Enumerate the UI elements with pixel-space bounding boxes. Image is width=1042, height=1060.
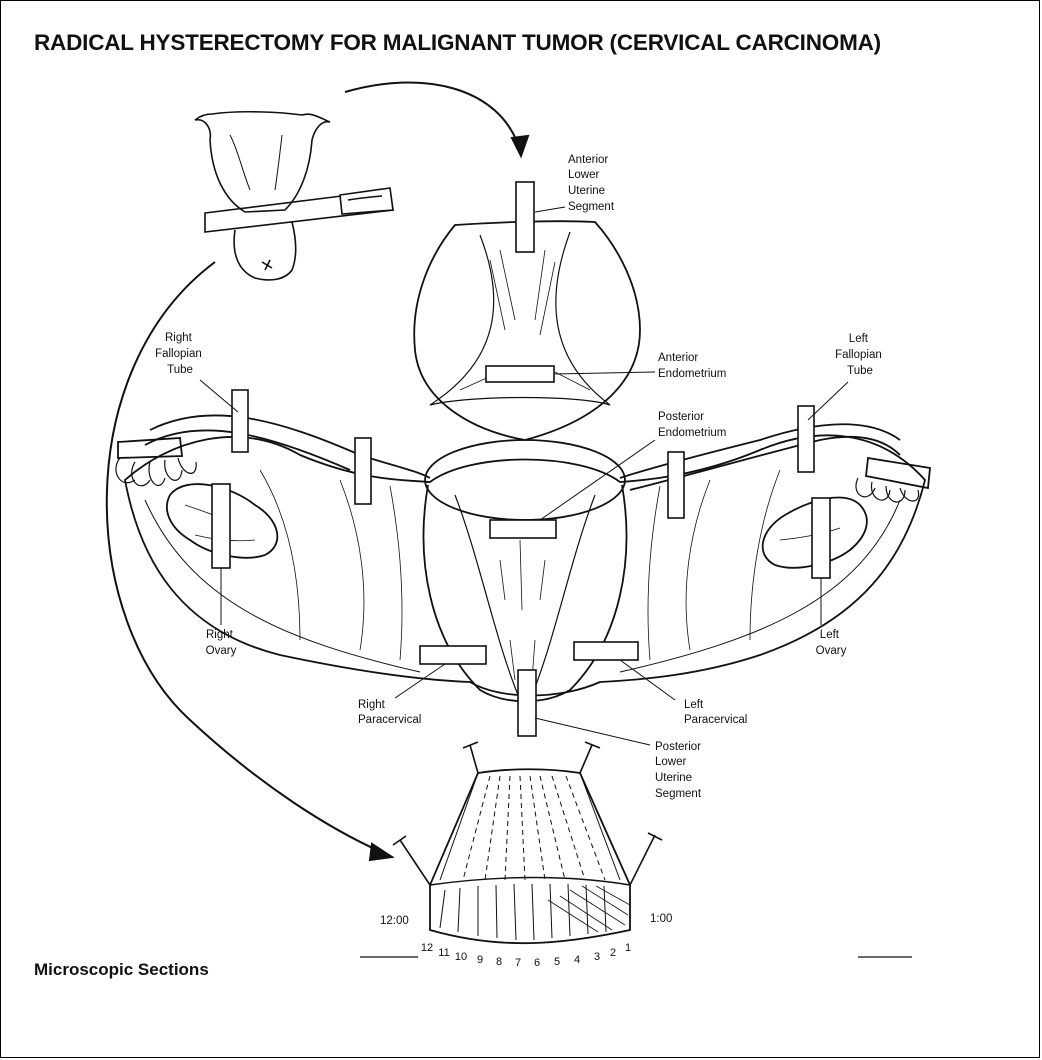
opened-cervix-drawing	[393, 742, 662, 943]
section-left-ovary	[812, 498, 830, 578]
broad-ligament-body	[125, 435, 925, 695]
clock-label-end: 1:00	[650, 913, 672, 925]
section-posterior-endometrium	[490, 520, 556, 538]
section-right-paracervical	[420, 646, 486, 664]
arrow-specimen-to-uterus	[345, 83, 528, 156]
label-left-ovary: Left Ovary	[816, 629, 847, 657]
section-number-10: 10	[455, 951, 467, 963]
section-number-5: 5	[554, 956, 560, 968]
section-right-fallopian-tube	[232, 390, 248, 452]
section-number-11: 11	[438, 947, 449, 959]
right-fallopian-tube-drawing	[116, 415, 430, 485]
section-number-9: 9	[477, 954, 483, 966]
label-right-fallopian-tube: Right Fallopian Tube	[155, 332, 205, 376]
section-number-6: 6	[534, 957, 540, 969]
section-number-12: 12	[421, 942, 433, 954]
label-right-paracervical: Right Paracervical	[358, 699, 421, 726]
clock-label-start: 12:00	[380, 915, 409, 927]
anterior-uterine-flap	[414, 221, 640, 440]
label-left-paracervical: Left Paracervical	[684, 699, 747, 726]
section-number-8: 8	[496, 956, 502, 968]
label-left-fallopian-tube: Left Fallopian Tube	[835, 333, 885, 377]
section-number-2: 2	[610, 947, 616, 959]
section-right-ovary	[212, 484, 230, 568]
section-number-1: 1	[625, 942, 631, 954]
section-number-4: 4	[574, 954, 580, 966]
label-anterior-endometrium: Anterior Endometrium	[658, 352, 726, 380]
arrow-specimen-to-cervix	[107, 262, 392, 860]
leader-lines	[200, 207, 848, 745]
label-posterior-endometrium: Posterior Endometrium	[658, 411, 726, 439]
section-left-paracervical	[574, 642, 638, 660]
section-anterior-endometrium	[486, 366, 554, 382]
section-number-3: 3	[594, 951, 600, 963]
section-left-tube-proximal	[668, 452, 684, 518]
section-posterior-lower-uterine-segment	[518, 670, 536, 736]
label-anterior-lower-uterine-segment: Anterior Lower Uterine Segment	[568, 154, 615, 213]
label-posterior-lower-uterine-segment: Posterior Lower Uterine Segment	[655, 741, 704, 800]
section-number-7: 7	[515, 957, 521, 969]
section-anterior-lower-uterine-segment	[516, 182, 534, 252]
microscopic-sections-caption: Microscopic Sections	[34, 960, 209, 980]
label-right-ovary: Right Ovary	[206, 629, 237, 657]
section-right-tube-proximal	[355, 438, 371, 504]
intact-specimen-drawing	[195, 112, 393, 280]
